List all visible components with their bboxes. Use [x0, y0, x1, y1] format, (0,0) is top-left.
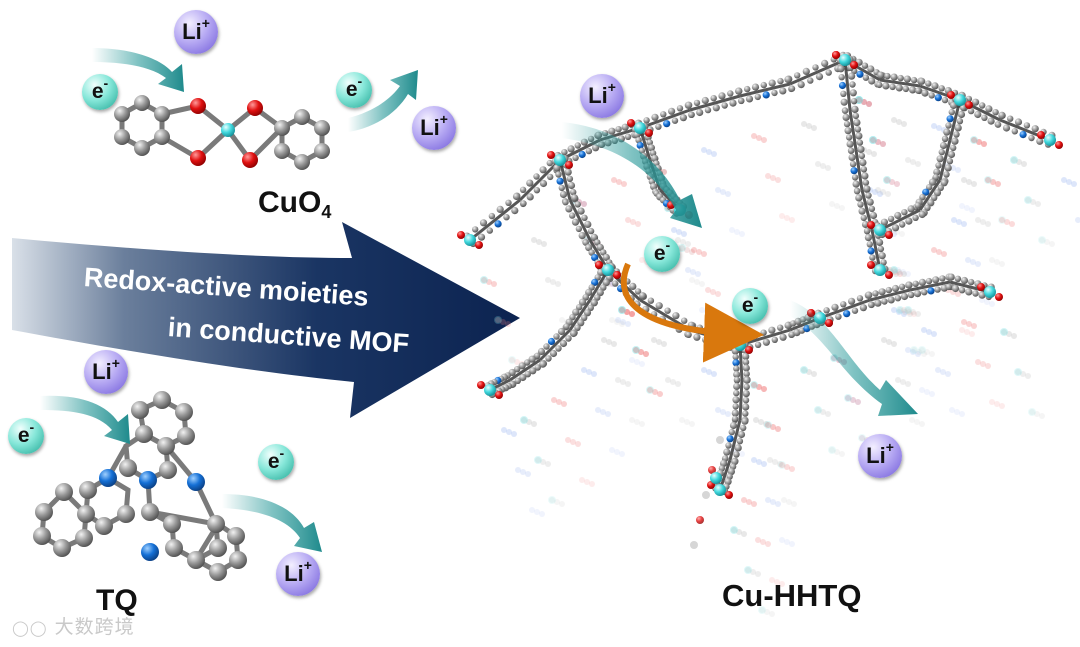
li-extraction-arrow-tq	[222, 494, 322, 552]
tq-molecule	[33, 391, 247, 581]
cuo4-label: CuO4	[258, 186, 332, 222]
cuo4-molecule	[114, 95, 330, 170]
li-insertion-arrow-cuo4	[92, 48, 184, 92]
li-ion-badge: Li+	[412, 106, 456, 150]
li-ion-badge: Li+	[858, 434, 902, 478]
electron-badge: e-	[732, 288, 768, 324]
cuo4-label-subscript: 4	[321, 202, 332, 222]
electron-badge: e-	[8, 418, 44, 454]
li-insertion-arrow-mof	[562, 122, 702, 228]
watermark: ◯◯ 大数跨境	[12, 612, 135, 639]
watermark-logo-icon: ◯◯	[12, 619, 48, 637]
redox-banner-arrow	[12, 222, 520, 418]
cuo4-label-main: CuO	[258, 186, 322, 219]
teal-arrows	[40, 48, 918, 552]
electron-transfer-arrow	[620, 262, 764, 363]
li-ion-badge: Li+	[174, 10, 218, 54]
li-ion-badge: Li+	[84, 350, 128, 394]
li-insertion-arrow-tq	[40, 395, 130, 444]
electron-badge: e-	[336, 72, 372, 108]
li-ion-badge: Li+	[580, 74, 624, 118]
tq-label: TQ	[96, 584, 138, 617]
electron-badge: e-	[644, 236, 680, 272]
mof-label: Cu-HHTQ	[722, 578, 862, 613]
li-ion-badge: Li+	[276, 552, 320, 596]
li-extraction-arrow-mof	[790, 300, 918, 416]
electron-badge: e-	[82, 74, 118, 110]
li-extraction-arrow-cuo4	[348, 70, 418, 132]
electron-badge: e-	[258, 444, 294, 480]
watermark-text: 大数跨境	[54, 616, 135, 638]
